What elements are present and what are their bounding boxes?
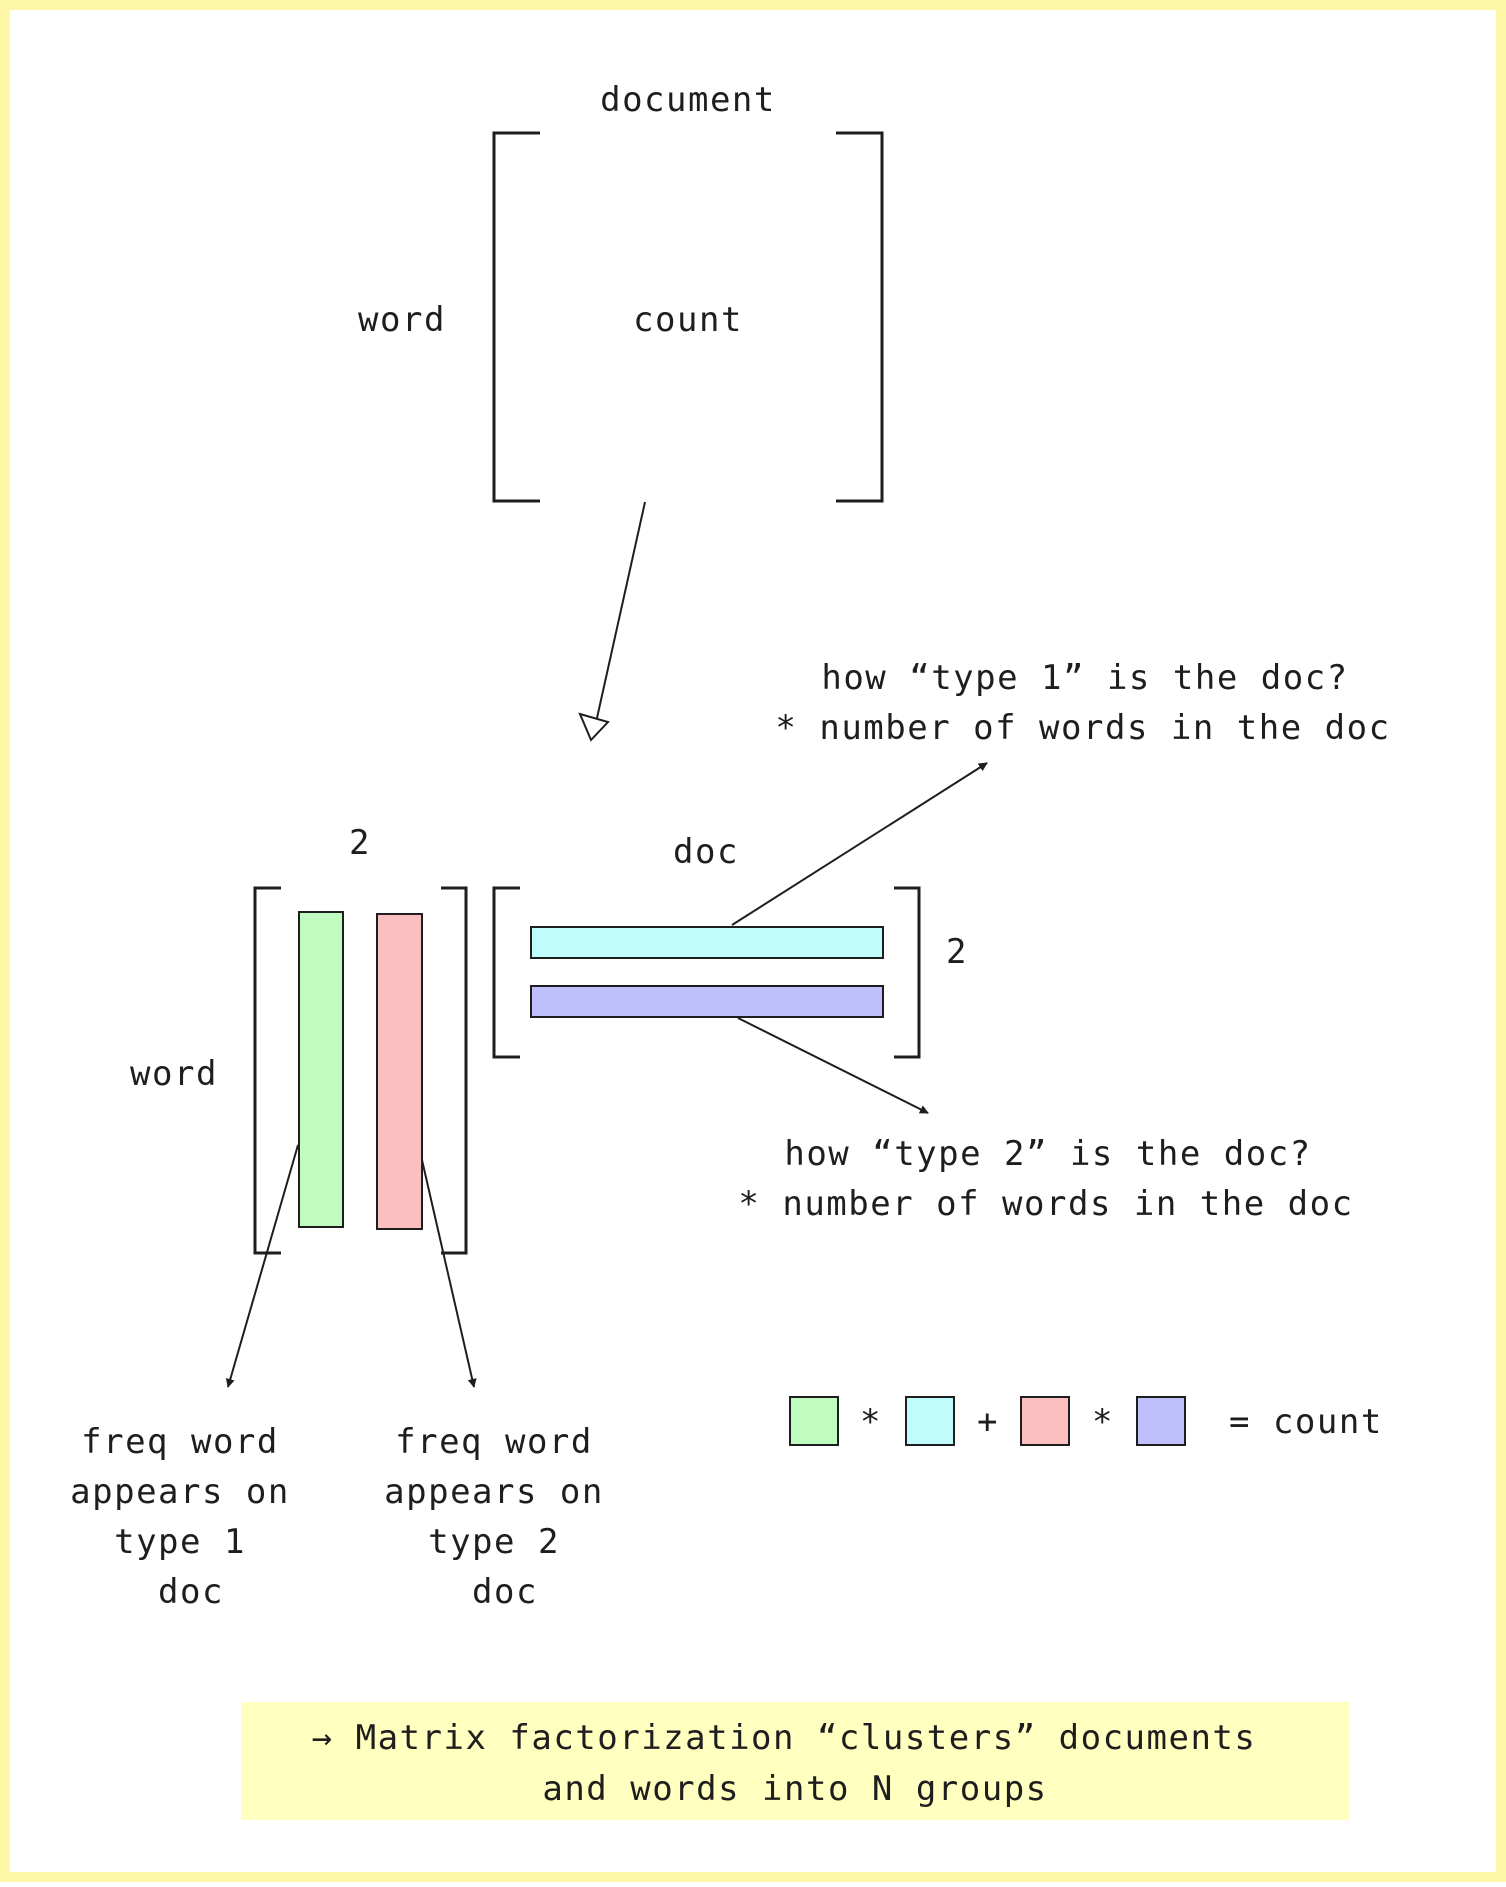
type1-word-annotation: freq word appears on type 1 doc [70, 1422, 312, 1612]
equation-plus: + [977, 1402, 999, 1442]
type1-word-arrow [225, 1144, 299, 1388]
type1-doc-vector [530, 926, 884, 959]
summary-text: → Matrix factorization “clusters” docume… [312, 1718, 1279, 1809]
top-matrix-column-label: document [600, 80, 776, 120]
type2-word-line-3: type 2 [428, 1522, 560, 1562]
type2-doc-annotation: how “type 2” is the doc? * number of wor… [738, 1134, 1353, 1224]
equation-purple-swatch [1136, 1396, 1186, 1446]
top-matrix [492, 131, 884, 503]
type1-word-line-1: freq word [81, 1422, 279, 1462]
left-factor-column-count: 2 [349, 823, 371, 863]
type1-doc-line-2: * number of words in the doc [775, 708, 1390, 748]
type2-doc-line-1: how “type 2” is the doc? [784, 1134, 1311, 1174]
top-matrix-right-bracket [836, 131, 884, 503]
type2-word-line-2: appears on [384, 1472, 604, 1512]
factorize-arrow-shaft [596, 501, 646, 719]
equation-times-1: * [860, 1402, 882, 1442]
summary-line-1: → Matrix factorization “clusters” docume… [312, 1718, 1257, 1758]
type1-word-line-2: appears on [70, 1472, 290, 1512]
type2-word-line-4: doc [472, 1572, 538, 1612]
left-factor-matrix [253, 886, 468, 1255]
type1-word-line-3: type 1 [114, 1522, 246, 1562]
type2-word-annotation: freq word appears on type 2 doc [384, 1422, 626, 1612]
type1-doc-arrow [731, 762, 988, 926]
right-factor-matrix [492, 886, 921, 1059]
summary-box [241, 1702, 1349, 1820]
type2-doc-line-2: * number of words in the doc [738, 1184, 1353, 1224]
right-factor-right-bracket [894, 886, 921, 1059]
summary-line-2: and words into N groups [542, 1769, 1047, 1809]
top-matrix-cell-label: count [633, 300, 743, 340]
equation-legend: * + * = count [789, 1396, 1383, 1446]
type2-doc-vector [530, 985, 884, 1018]
equation-times-2: * [1092, 1402, 1114, 1442]
left-factor-left-bracket [253, 886, 281, 1255]
type2-word-vector [376, 913, 423, 1230]
type1-doc-annotation: how “type 1” is the doc? * number of wor… [775, 658, 1390, 748]
equation-green-swatch [789, 1396, 839, 1446]
top-matrix-left-bracket [492, 131, 540, 503]
equation-result: = count [1229, 1402, 1383, 1442]
type1-word-line-4: doc [158, 1572, 224, 1612]
right-factor-row-count: 2 [946, 932, 968, 972]
left-factor-right-bracket [441, 886, 468, 1255]
equation-cyan-swatch [905, 1396, 955, 1446]
left-factor-row-label: word [130, 1054, 218, 1094]
factorize-arrow-head [578, 712, 610, 742]
type2-doc-arrow [737, 1017, 929, 1114]
top-matrix-row-label: word [358, 300, 446, 340]
type1-doc-line-1: how “type 1” is the doc? [821, 658, 1348, 698]
right-factor-left-bracket [492, 886, 520, 1059]
type2-word-arrow [421, 1159, 477, 1388]
equation-red-swatch [1020, 1396, 1070, 1446]
type1-word-vector [298, 911, 344, 1228]
type2-word-line-1: freq word [395, 1422, 593, 1462]
right-factor-column-label: doc [673, 832, 739, 872]
